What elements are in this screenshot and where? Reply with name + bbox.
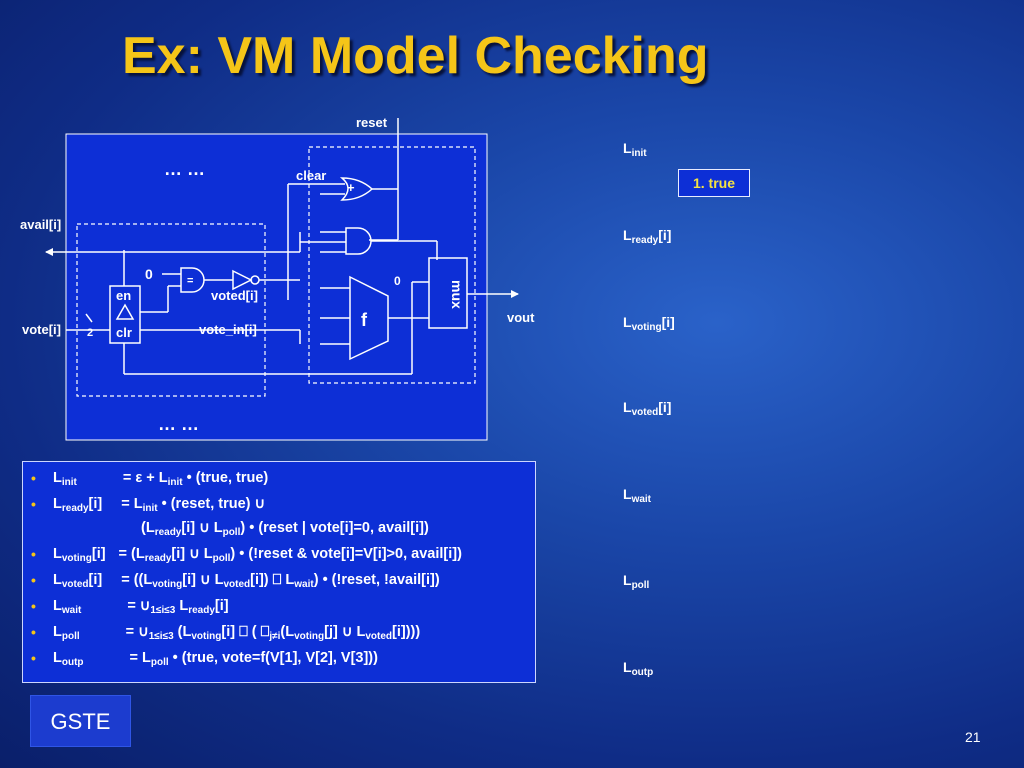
vote-label: vote[i]: [22, 322, 61, 337]
language-label-voting: Lvoting[i]: [623, 314, 675, 333]
language-label-wait: Lwait: [623, 486, 652, 505]
formula-row: Lvoted[i]= ((Lvoting[i] ∪ Lvoted[i]) ⎕ L…: [53, 572, 440, 590]
dashed-box-left: [76, 223, 266, 397]
formula-bullet: •: [31, 572, 36, 588]
mux-label: mux: [449, 280, 465, 309]
dashed-box-right: [308, 146, 476, 384]
page-title: Ex: VM Model Checking: [122, 27, 709, 85]
language-label-voted: Lvoted[i]: [623, 399, 672, 418]
formula-box: • Linit= ε + Linit • (true, true) • Lready[…: [22, 461, 536, 683]
f-label: f: [361, 310, 368, 330]
formula-row: Lready[i]= Linit • (reset, true) ∪: [53, 496, 266, 514]
formula-row: (Lready[i] ∪ Lpoll) • (reset | vote[i]=0…: [141, 520, 429, 538]
vout-label: vout: [507, 310, 535, 325]
language-label-outp: Loutp: [623, 659, 654, 678]
voted-label: voted[i]: [211, 288, 258, 303]
avail-label: avail[i]: [20, 217, 61, 232]
formula-bullet: •: [31, 496, 36, 512]
language-label-init: Linit: [623, 140, 647, 159]
equals-gate: [180, 267, 205, 293]
ellipsis-top: … …: [164, 159, 205, 179]
register-block: [109, 285, 141, 344]
vote-in-label: vote_in[i]: [199, 322, 257, 337]
reset-label: reset: [356, 115, 388, 130]
equals-label: =: [187, 275, 193, 287]
clear-label: clear: [296, 168, 326, 183]
bus-width-label: 2: [87, 327, 93, 339]
gste-logo: GSTE: [30, 695, 131, 747]
formula-bullet: •: [31, 546, 36, 562]
clr-label: clr: [116, 325, 132, 340]
language-label-poll: Lpoll: [623, 572, 650, 591]
module-box: [65, 133, 488, 441]
formula-row: Linit= ε + Linit • (true, true): [53, 470, 269, 488]
formula-row: Lwait= ∪1≤i≤3 Lready[i]: [53, 598, 229, 616]
zero-left-label: 0: [145, 266, 153, 282]
formula-bullet: •: [31, 598, 36, 614]
f-block: [349, 275, 389, 361]
page-number: 21: [965, 729, 981, 745]
formula-row: Lvoting[i]= (Lready[i] ∪ Lpoll) • (!rese…: [53, 546, 462, 564]
formula-bullet: •: [31, 624, 36, 640]
formula-row: Lpoll= ∪1≤i≤3 (Lvoting[i] ⎕ ( ⎕j≠i(Lvoti…: [53, 624, 421, 642]
language-label-ready: Lready[i]: [623, 227, 672, 246]
zero-mux-label: 0: [394, 274, 401, 288]
formula-row: Loutp= Lpoll • (true, vote=f(V[1], V[2],…: [53, 650, 378, 668]
formula-bullet: •: [31, 650, 36, 666]
or-plus-label: +: [347, 180, 355, 195]
mux-block: [428, 257, 468, 329]
or-gate: [339, 177, 374, 201]
formula-bullet: •: [31, 470, 36, 486]
ellipsis-bottom: … …: [158, 414, 199, 434]
inverter: [232, 269, 253, 291]
and-gate-right: [345, 227, 372, 255]
en-label: en: [116, 288, 131, 303]
init-assertion-box: 1. true: [678, 169, 750, 197]
